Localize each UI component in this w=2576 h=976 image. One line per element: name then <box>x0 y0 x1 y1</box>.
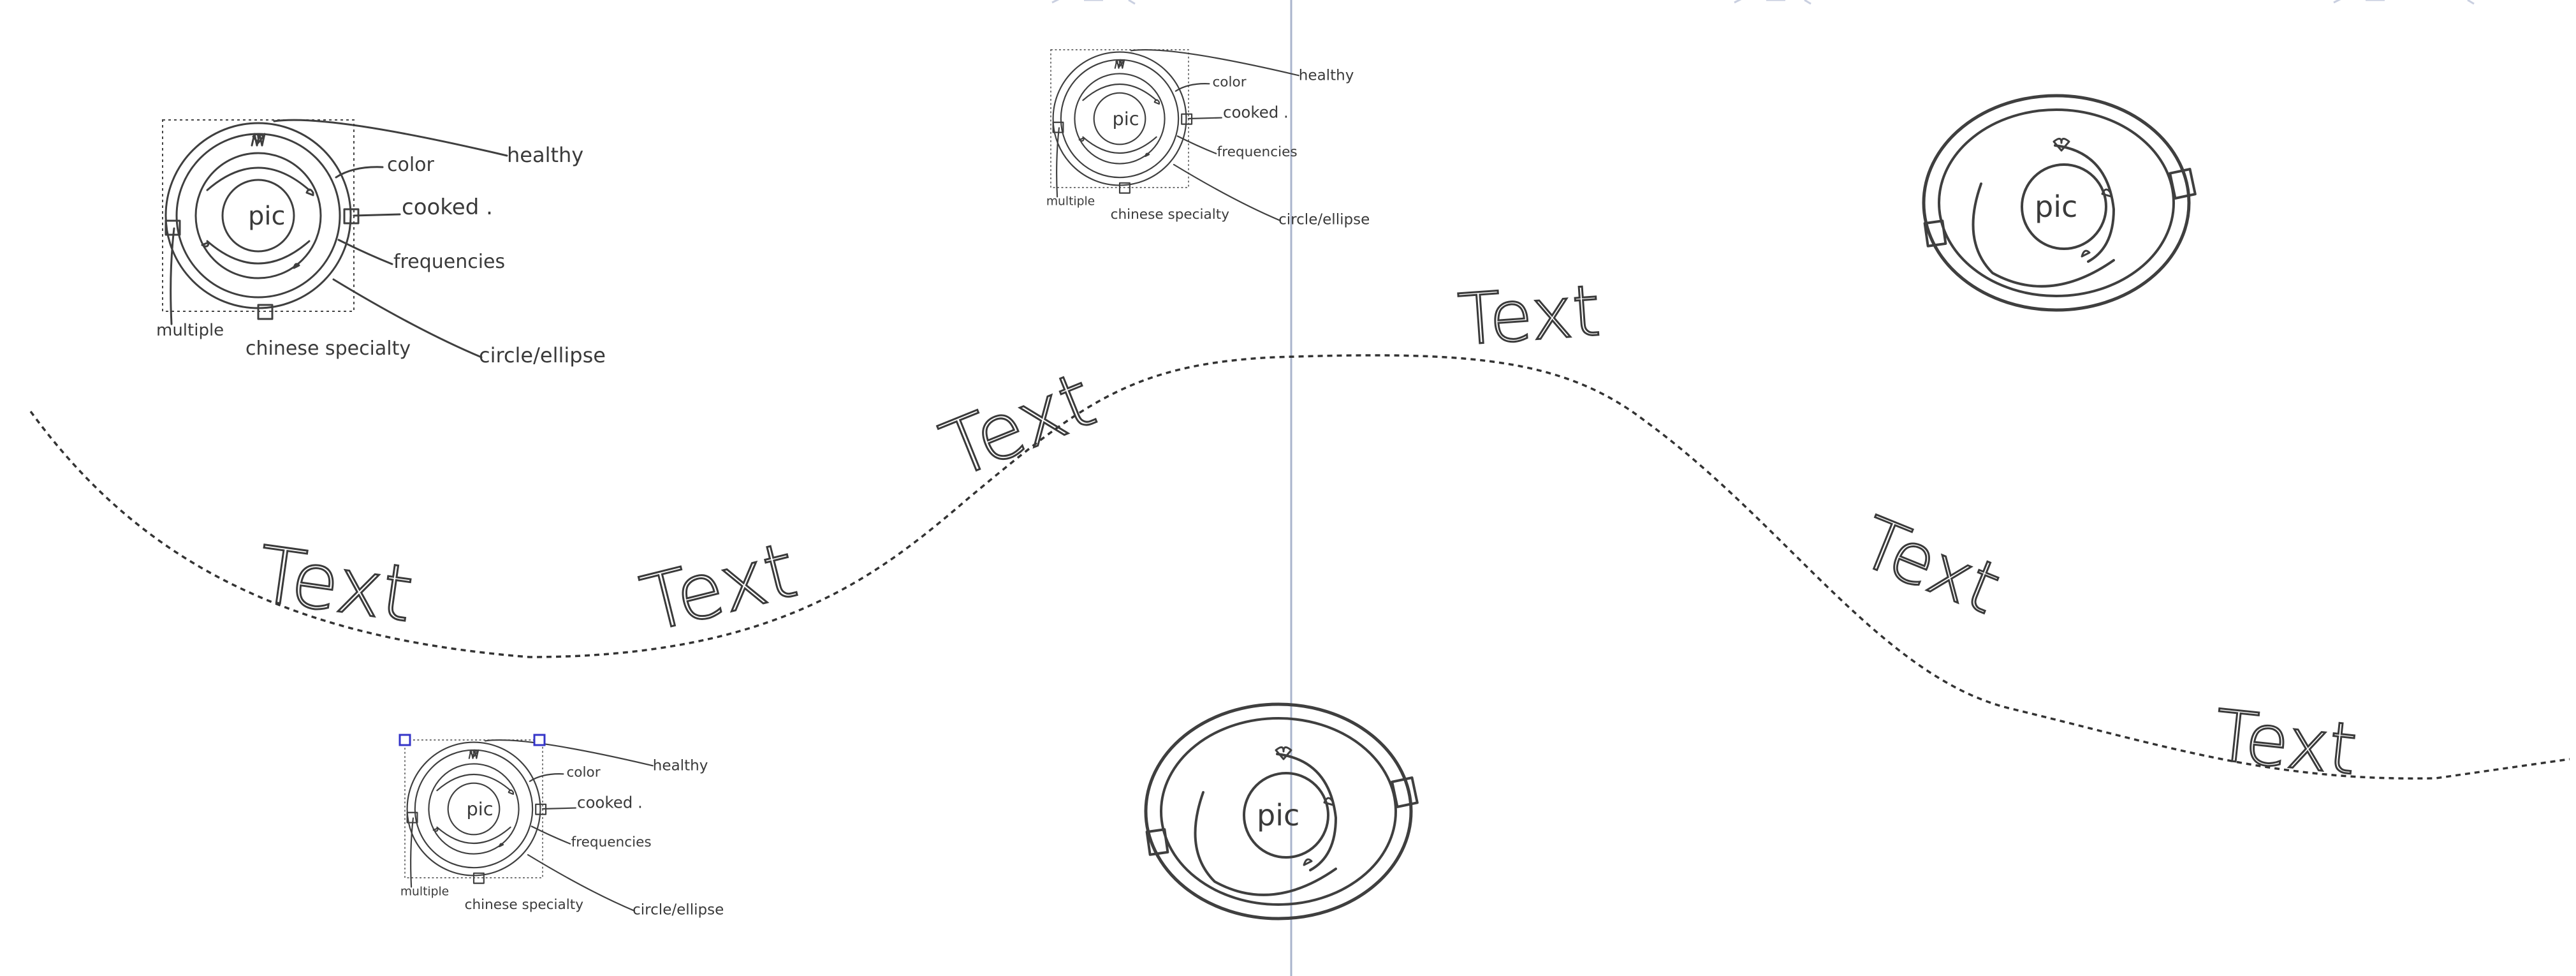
selection-handle-top-right[interactable] <box>533 734 546 746</box>
path-text-3[interactable]: Text <box>929 355 1108 497</box>
plate-pic-label: pic <box>1257 798 1299 832</box>
label-chinese-specialty: chinese specialty <box>465 897 584 913</box>
annotated-sketch-large[interactable]: pic healthy color cooked . frequencies c… <box>156 119 606 367</box>
sketch-pic-label: pic <box>466 798 493 820</box>
label-circle-ellipse: circle/ellipse <box>633 902 724 919</box>
label-chinese-specialty: chinese specialty <box>1111 207 1230 223</box>
sketch-pic-label: pic <box>248 202 286 231</box>
label-cooked: cooked . <box>1223 103 1289 122</box>
label-multiple: multiple <box>400 885 449 898</box>
label-healthy: healthy <box>653 758 708 774</box>
sketch-pic-label: pic <box>1112 108 1139 129</box>
label-frequencies: frequencies <box>571 834 652 850</box>
label-healthy: healthy <box>1299 68 1354 84</box>
label-circle-ellipse: circle/ellipse <box>1278 212 1370 228</box>
label-chinese-specialty: chinese specialty <box>245 337 411 360</box>
path-text-1[interactable]: Text <box>251 529 419 640</box>
label-healthy: healthy <box>507 143 583 167</box>
label-frequencies: frequencies <box>393 251 505 273</box>
label-color: color <box>387 154 435 176</box>
path-text-4[interactable]: Text <box>1454 269 1604 362</box>
selection-handle-top-left[interactable] <box>399 734 411 746</box>
label-cooked: cooked . <box>577 794 643 812</box>
path-text-2[interactable]: Text <box>633 525 806 651</box>
annotated-sketch-selected[interactable]: pic healthy color cooked . frequencies c… <box>400 739 724 919</box>
top-page-markers <box>1051 0 2475 5</box>
label-multiple: multiple <box>156 321 224 340</box>
path-text-5[interactable]: Text <box>1848 500 2012 631</box>
label-cooked: cooked . <box>402 195 493 220</box>
plate-pic-label: pic <box>2035 189 2077 224</box>
label-multiple: multiple <box>1046 195 1095 208</box>
label-color: color <box>1212 75 1246 91</box>
label-color: color <box>566 765 600 781</box>
plate-drawing-top-right[interactable]: pic <box>1924 96 2195 310</box>
plate-drawing-bottom-center[interactable]: pic <box>1146 704 1417 919</box>
annotated-sketch-medium[interactable]: pic healthy color cooked . frequencies c… <box>1046 48 1370 228</box>
path-text-6[interactable]: Text <box>2210 693 2362 792</box>
label-circle-ellipse: circle/ellipse <box>479 343 606 367</box>
label-frequencies: frequencies <box>1217 144 1298 160</box>
dashed-wave-path[interactable] <box>29 354 2570 780</box>
